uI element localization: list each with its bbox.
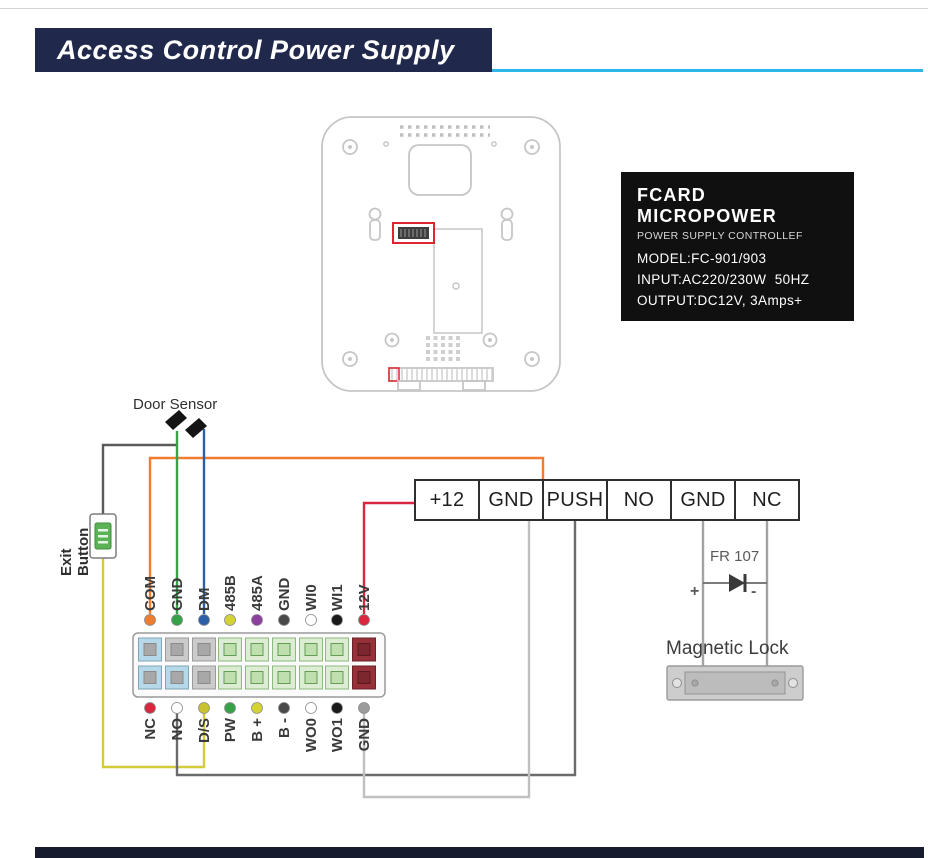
terminal-nc: NC bbox=[734, 479, 800, 521]
pin-dot-wi0 bbox=[305, 614, 317, 626]
info-box-input: INPUT:AC220/230W 50HZ bbox=[637, 272, 810, 287]
info-box-output: OUTPUT:DC12V, 3Amps+ bbox=[637, 293, 803, 308]
terminal-gnd2: GND bbox=[670, 479, 736, 521]
page-title: Access Control Power Supply bbox=[35, 28, 492, 72]
pin-dot-com bbox=[144, 614, 156, 626]
pin-dot-bminus bbox=[278, 702, 290, 714]
battery-panel bbox=[433, 228, 483, 334]
pin-label-wo0: WO0 bbox=[303, 718, 320, 753]
diode-plus-label: + bbox=[690, 583, 700, 600]
pin-dot-12v bbox=[358, 614, 370, 626]
wire-12v-to-power bbox=[362, 501, 416, 614]
pin-label-gnd1: GND bbox=[169, 577, 186, 611]
pin-dot-ds bbox=[198, 702, 210, 714]
terminal-push: PUSH bbox=[542, 479, 608, 521]
pin-dot-485b bbox=[224, 614, 236, 626]
info-box: FCARD MICROPOWER POWER SUPPLY CONTROLLEF… bbox=[621, 172, 854, 321]
terminal-gnd1: GND bbox=[478, 479, 544, 521]
wire-push-to-no bbox=[175, 521, 577, 777]
exit-button-icon bbox=[89, 513, 117, 559]
wire-gnd-to-gnd bbox=[362, 521, 531, 799]
mounting-slot-icon bbox=[368, 207, 514, 241]
diode-label: FR 107 bbox=[710, 548, 760, 565]
pin-dots bbox=[144, 614, 370, 714]
pin-label-dm: DM bbox=[196, 587, 213, 611]
terminal-no: NO bbox=[606, 479, 672, 521]
wire-exit-button-top bbox=[101, 443, 176, 514]
connector-highlight bbox=[392, 222, 435, 244]
pin-label-wi0: WI0 bbox=[303, 584, 320, 611]
pin-dot-wo1 bbox=[331, 702, 343, 714]
pin-label-ds: D/S bbox=[196, 718, 213, 744]
wire-com-to-power bbox=[148, 456, 545, 614]
pin-label-bplus: B + bbox=[249, 718, 266, 742]
pin-dot-no bbox=[171, 702, 183, 714]
red-highlight-box bbox=[392, 222, 435, 244]
pin-dot-nc bbox=[144, 702, 156, 714]
diode-symbol bbox=[703, 574, 767, 592]
pin-dot-bplus bbox=[251, 702, 263, 714]
pin-dot-gnd1 bbox=[171, 614, 183, 626]
pin-dot-gnd3 bbox=[358, 702, 370, 714]
pin-dot-wi1 bbox=[331, 614, 343, 626]
pin-dot-485a bbox=[251, 614, 263, 626]
pin-dot-dm bbox=[198, 614, 210, 626]
pin-label-pw: PW bbox=[222, 718, 239, 743]
pin-label-485a: 485A bbox=[249, 575, 266, 611]
magnetic-lock-label: Magnetic Lock bbox=[666, 638, 789, 659]
pin-label-12v: 12V bbox=[356, 584, 373, 611]
diode-minus-label: - bbox=[751, 583, 757, 600]
info-box-model: MODEL:FC-901/903 bbox=[637, 251, 767, 266]
power-terminal-row: +12 GND PUSH NO GND NC bbox=[414, 479, 800, 521]
speaker-cover bbox=[408, 144, 472, 196]
wires bbox=[101, 429, 769, 799]
connector-block bbox=[132, 632, 386, 698]
wire-exit-button-to-ds bbox=[101, 556, 206, 769]
pin-dot-gnd2 bbox=[278, 614, 290, 626]
pin-label-wi1: WI1 bbox=[329, 584, 346, 611]
terminal-12v: +12 bbox=[414, 479, 480, 521]
pin-dot-wo0 bbox=[305, 702, 317, 714]
pin-label-bminus: B - bbox=[276, 718, 293, 738]
pin-label-com: COM bbox=[142, 576, 159, 611]
pin-label-485b: 485B bbox=[222, 575, 239, 611]
bottom-strip bbox=[388, 367, 494, 391]
bottom-vent-grid bbox=[426, 336, 461, 361]
pin-label-no: NO bbox=[169, 718, 186, 741]
pin-label-gnd3: GND bbox=[356, 718, 373, 752]
pin-label-nc: NC bbox=[142, 718, 159, 740]
door-sensor-icon bbox=[165, 410, 207, 438]
page-bottom-bar bbox=[35, 847, 924, 858]
page-top-border bbox=[0, 8, 928, 9]
info-box-subtitle: POWER SUPPLY CONTROLLEF bbox=[637, 230, 803, 242]
vent-holes-icon bbox=[383, 125, 497, 147]
strip-highlight bbox=[388, 367, 400, 382]
screw-icon bbox=[342, 139, 540, 367]
magnetic-lock-illustration bbox=[666, 665, 804, 701]
door-sensor-label: Door Sensor bbox=[133, 396, 218, 413]
pin-label-gnd2: GND bbox=[276, 577, 293, 611]
pin-label-wo1: WO1 bbox=[329, 718, 346, 753]
info-box-title: FCARD MICROPOWER bbox=[637, 185, 777, 226]
exit-button-label: Exit Button bbox=[58, 527, 93, 576]
device-illustration bbox=[321, 116, 561, 392]
pin-dot-pw bbox=[224, 702, 236, 714]
